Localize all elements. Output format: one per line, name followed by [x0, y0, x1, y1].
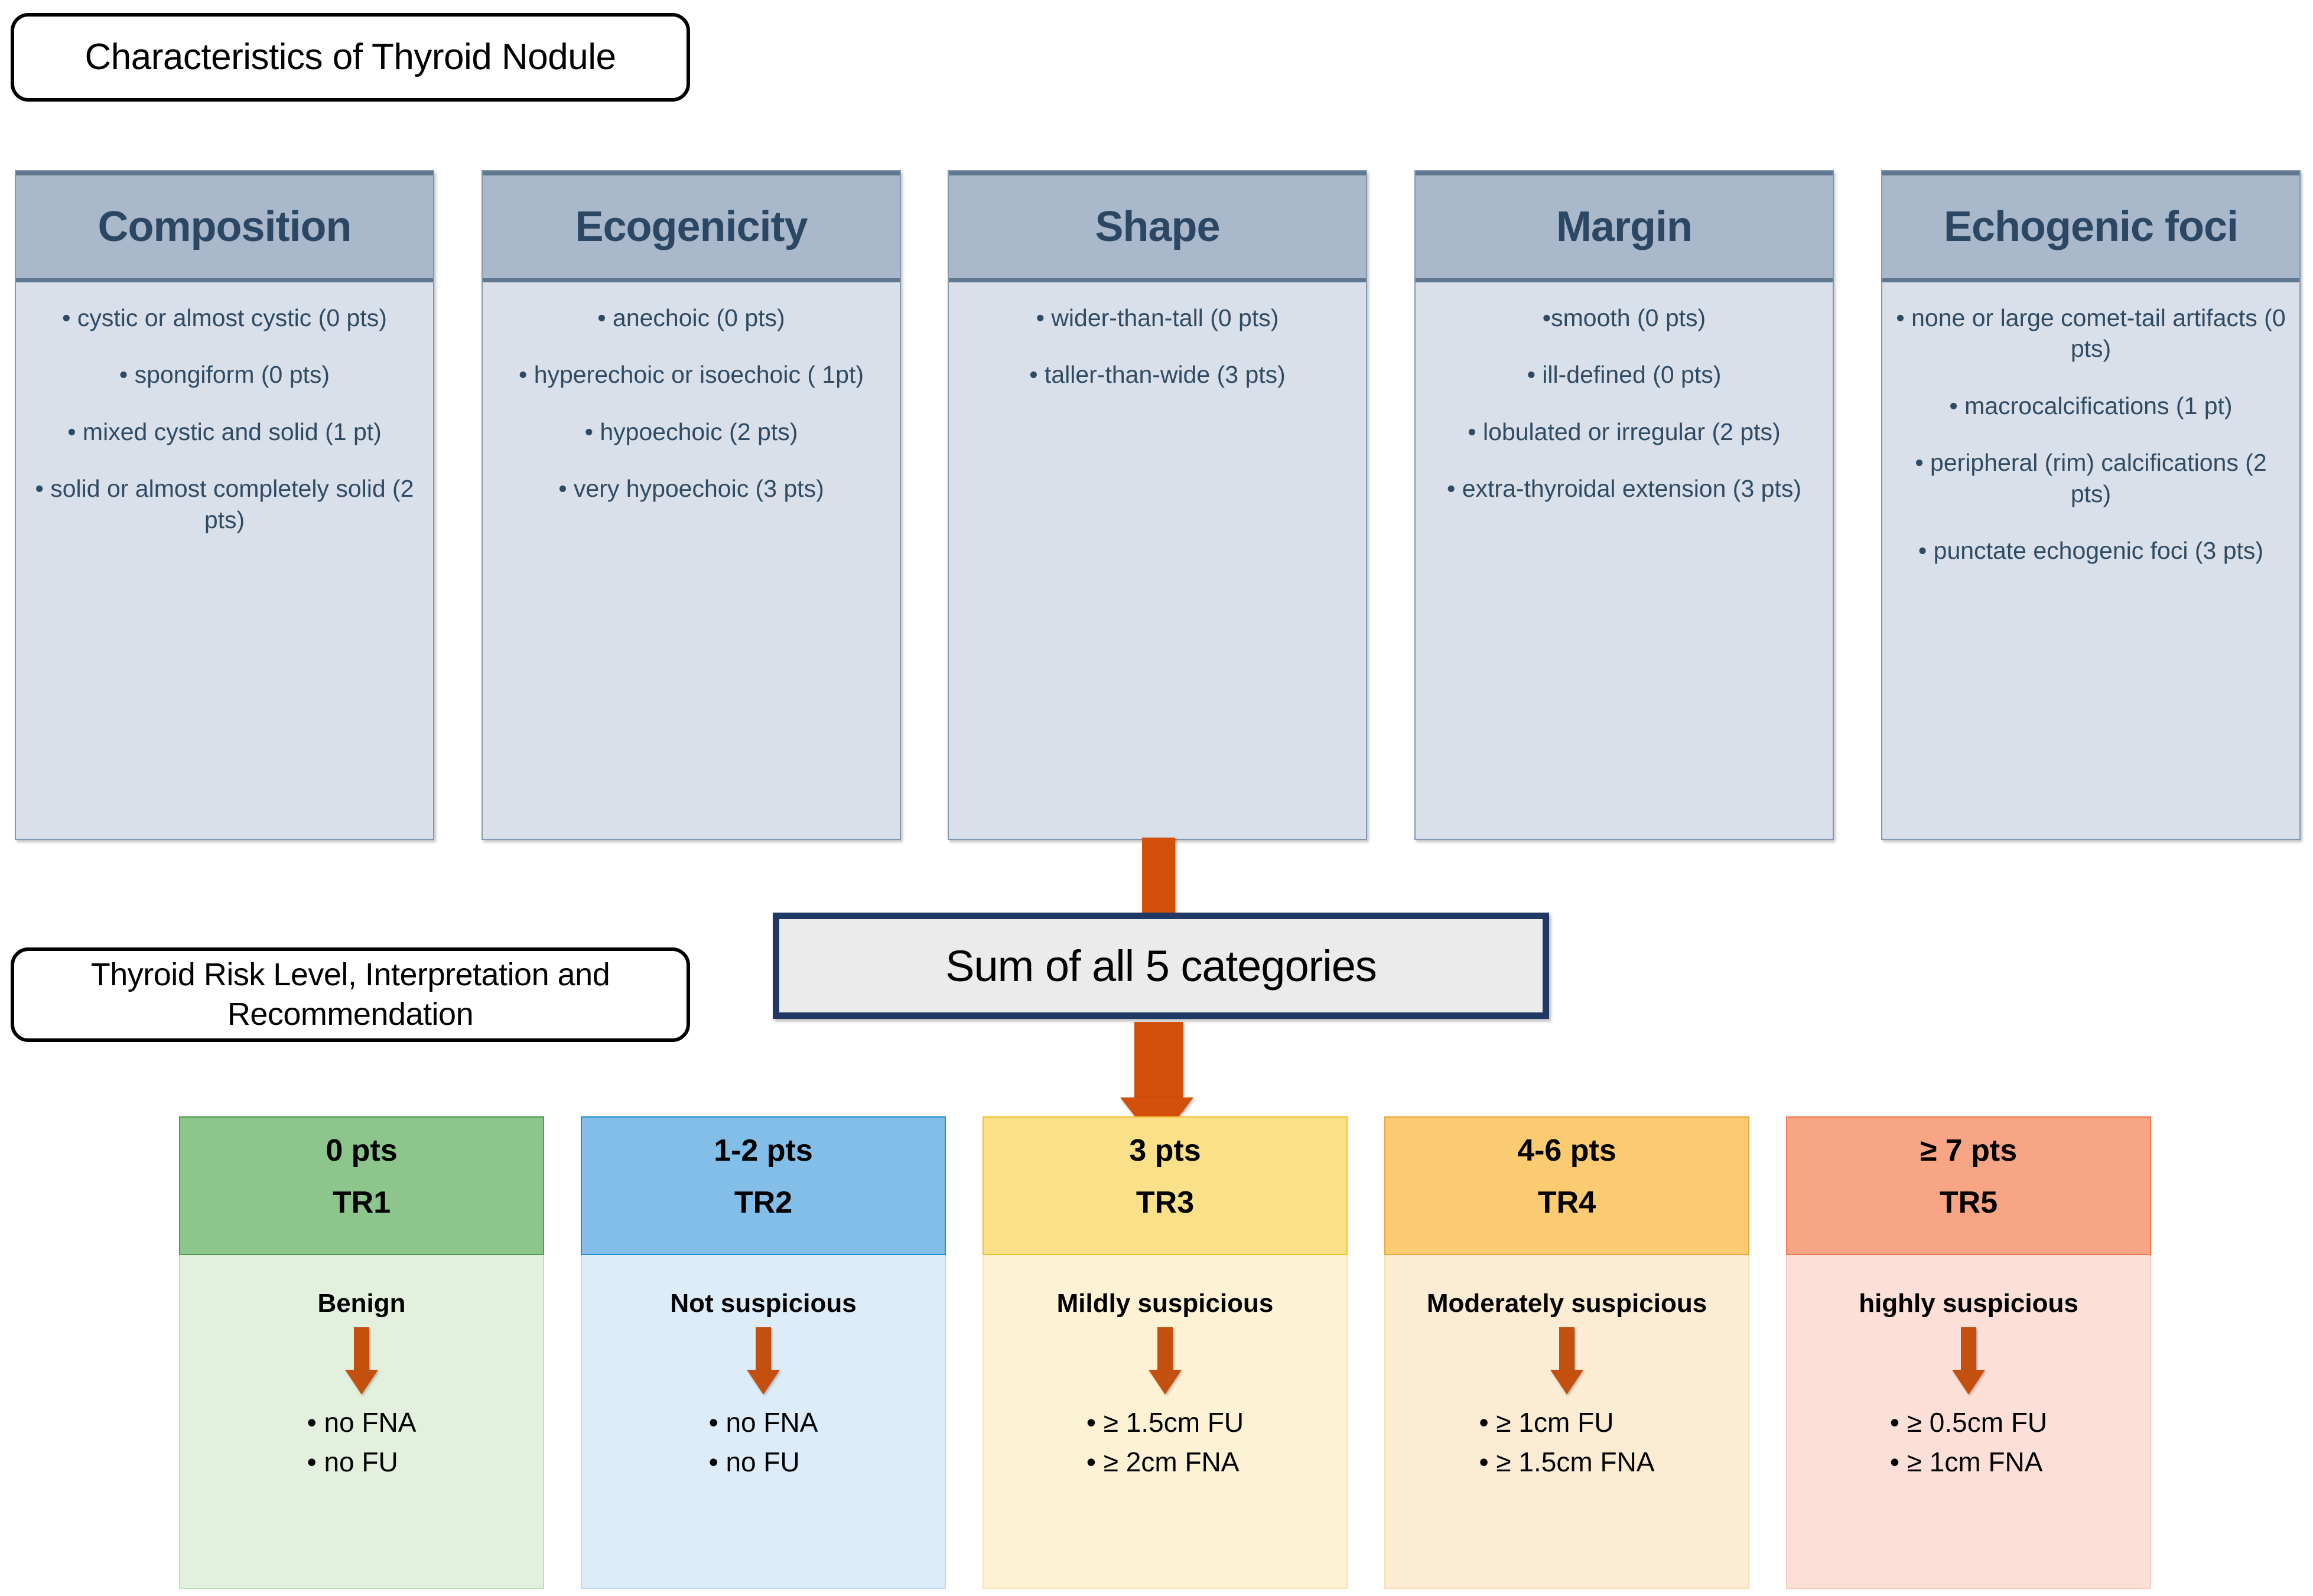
down-arrow-icon — [1952, 1327, 1985, 1395]
recommendation-item: • ≥ 2cm FNA — [1086, 1446, 1240, 1477]
category-options-ecogenicity: • anechoic (0 pts) • hyperechoic or isoe… — [483, 282, 900, 504]
risk-card-tr2: 1-2 pts TR2 Not suspicious • no FNA • no… — [581, 1116, 946, 1589]
down-arrow-icon — [747, 1327, 780, 1395]
risk-card-body-tr2: Not suspicious • no FNA • no FU — [581, 1255, 946, 1589]
recommendation-item: • ≥ 1cm FU — [1479, 1406, 1614, 1438]
category-column-echogenic-foci: Echogenic foci • none or large comet-tai… — [1881, 170, 2301, 840]
category-option: • taller-than-wide (3 pts) — [1029, 361, 1286, 389]
risk-card-body-tr5: highly suspicious • ≥ 0.5cm FU • ≥ 1cm F… — [1786, 1255, 2151, 1589]
risk-card-body-tr3: Mildly suspicious • ≥ 1.5cm FU • ≥ 2cm F… — [983, 1255, 1348, 1589]
recommendation-item: • ≥ 1.5cm FNA — [1479, 1446, 1655, 1477]
category-option: • hypoechoic (2 pts) — [584, 418, 798, 445]
category-option: • anechoic (0 pts) — [597, 304, 785, 331]
category-header-margin: Margin — [1416, 171, 1833, 282]
risk-interpretation: highly suspicious — [1859, 1289, 2078, 1318]
sum-of-categories-box: Sum of all 5 categories — [773, 913, 1549, 1019]
category-option: • extra-thyroidal extension (3 pts) — [1446, 475, 1801, 503]
down-arrow-icon — [1550, 1327, 1583, 1395]
risk-card-header-tr1: 0 pts TR1 — [179, 1116, 544, 1255]
recommendation-item: • no FNA — [708, 1406, 818, 1438]
connector-arrow-to-risk-stem — [1134, 1022, 1183, 1110]
category-option: • none or large comet-tail artifacts (0 … — [1896, 304, 2286, 363]
risk-interpretation: Mildly suspicious — [1056, 1289, 1274, 1318]
risk-points: ≥ 7 pts — [1920, 1134, 2018, 1168]
category-header-echogenic-foci: Echogenic foci — [1882, 171, 2299, 282]
category-option: • solid or almost completely solid (2 pt… — [35, 475, 414, 533]
risk-recommendations: • ≥ 1.5cm FU • ≥ 2cm FNA — [1086, 1403, 1244, 1481]
category-options-margin: •smooth (0 pts) • ill-defined (0 pts) • … — [1416, 282, 1833, 504]
category-option: • peripheral (rim) calcifications (2 pts… — [1915, 449, 2267, 507]
category-option: • spongiform (0 pts) — [119, 361, 330, 389]
category-column-composition: Composition • cystic or almost cystic (0… — [15, 170, 434, 840]
category-option: •smooth (0 pts) — [1542, 304, 1706, 331]
recommendation-item: • no FU — [307, 1446, 398, 1477]
category-header-ecogenicity: Ecogenicity — [483, 171, 900, 282]
risk-card-body-tr4: Moderately suspicious • ≥ 1cm FU • ≥ 1.5… — [1384, 1255, 1749, 1589]
recommendation-item: • ≥ 0.5cm FU — [1889, 1406, 2048, 1438]
category-header-shape: Shape — [949, 171, 1366, 282]
risk-card-tr5: ≥ 7 pts TR5 highly suspicious • ≥ 0.5cm … — [1786, 1116, 2151, 1589]
risk-points: 3 pts — [1129, 1134, 1201, 1168]
risk-level: TR2 — [734, 1185, 793, 1220]
category-option: • mixed cystic and solid (1 pt) — [67, 418, 382, 445]
category-options-composition: • cystic or almost cystic (0 pts) • spon… — [16, 282, 433, 535]
category-option: • punctate echogenic foci (3 pts) — [1918, 537, 2264, 565]
risk-level: TR5 — [1939, 1185, 1998, 1220]
risk-level: TR3 — [1136, 1185, 1195, 1220]
risk-level: TR1 — [332, 1185, 391, 1220]
risk-card-header-tr3: 3 pts TR3 — [983, 1116, 1348, 1255]
risk-recommendations: • no FNA • no FU — [709, 1403, 818, 1481]
category-column-margin: Margin •smooth (0 pts) • ill-defined (0 … — [1414, 170, 1834, 840]
down-arrow-icon — [1149, 1327, 1182, 1395]
down-arrow-icon — [345, 1327, 378, 1395]
risk-level: TR4 — [1537, 1185, 1596, 1220]
risk-card-tr4: 4-6 pts TR4 Moderately suspicious • ≥ 1c… — [1384, 1116, 1749, 1589]
category-option: • wider-than-tall (0 pts) — [1036, 304, 1279, 331]
risk-interpretation: Moderately suspicious — [1426, 1289, 1707, 1318]
risk-points: 4-6 pts — [1517, 1134, 1616, 1168]
risk-card-header-tr5: ≥ 7 pts TR5 — [1786, 1116, 2151, 1255]
risk-recommendations: • ≥ 0.5cm FU • ≥ 1cm FNA — [1890, 1403, 2047, 1481]
risk-card-header-tr4: 4-6 pts TR4 — [1384, 1116, 1749, 1255]
risk-level-section-title: Thyroid Risk Level, Interpretation and R… — [11, 947, 690, 1042]
category-header-composition: Composition — [16, 171, 433, 282]
category-option: • cystic or almost cystic (0 pts) — [62, 304, 387, 331]
category-option: • lobulated or irregular (2 pts) — [1468, 418, 1781, 445]
risk-points: 0 pts — [326, 1134, 398, 1168]
risk-interpretation: Benign — [317, 1289, 406, 1318]
category-column-ecogenicity: Ecogenicity • anechoic (0 pts) • hyperec… — [482, 170, 901, 840]
category-option: • very hypoechoic (3 pts) — [558, 475, 824, 503]
recommendation-item: • no FNA — [307, 1406, 417, 1438]
risk-points: 1-2 pts — [714, 1134, 813, 1168]
risk-interpretation: Not suspicious — [670, 1289, 857, 1318]
risk-recommendations: • ≥ 1cm FU • ≥ 1.5cm FNA — [1479, 1403, 1655, 1481]
category-options-shape: • wider-than-tall (0 pts) • taller-than-… — [949, 282, 1366, 390]
recommendation-item: • ≥ 1.5cm FU — [1086, 1406, 1244, 1438]
risk-card-body-tr1: Benign • no FNA • no FU — [179, 1255, 544, 1589]
category-column-shape: Shape • wider-than-tall (0 pts) • taller… — [948, 170, 1367, 840]
category-option: • hyperechoic or isoechoic ( 1pt) — [518, 361, 864, 389]
category-option: • macrocalcifications (1 pt) — [1949, 392, 2233, 419]
category-options-echogenic-foci: • none or large comet-tail artifacts (0 … — [1882, 282, 2299, 566]
characteristics-section-title: Characteristics of Thyroid Nodule — [11, 13, 690, 102]
category-option: • ill-defined (0 pts) — [1527, 361, 1722, 389]
risk-card-header-tr2: 1-2 pts TR2 — [581, 1116, 946, 1255]
recommendation-item: • no FU — [708, 1446, 800, 1477]
recommendation-item: • ≥ 1cm FNA — [1889, 1446, 2043, 1477]
risk-card-tr3: 3 pts TR3 Mildly suspicious • ≥ 1.5cm FU… — [983, 1116, 1348, 1589]
risk-card-tr1: 0 pts TR1 Benign • no FNA • no FU — [179, 1116, 544, 1589]
risk-recommendations: • no FNA • no FU — [307, 1403, 417, 1481]
